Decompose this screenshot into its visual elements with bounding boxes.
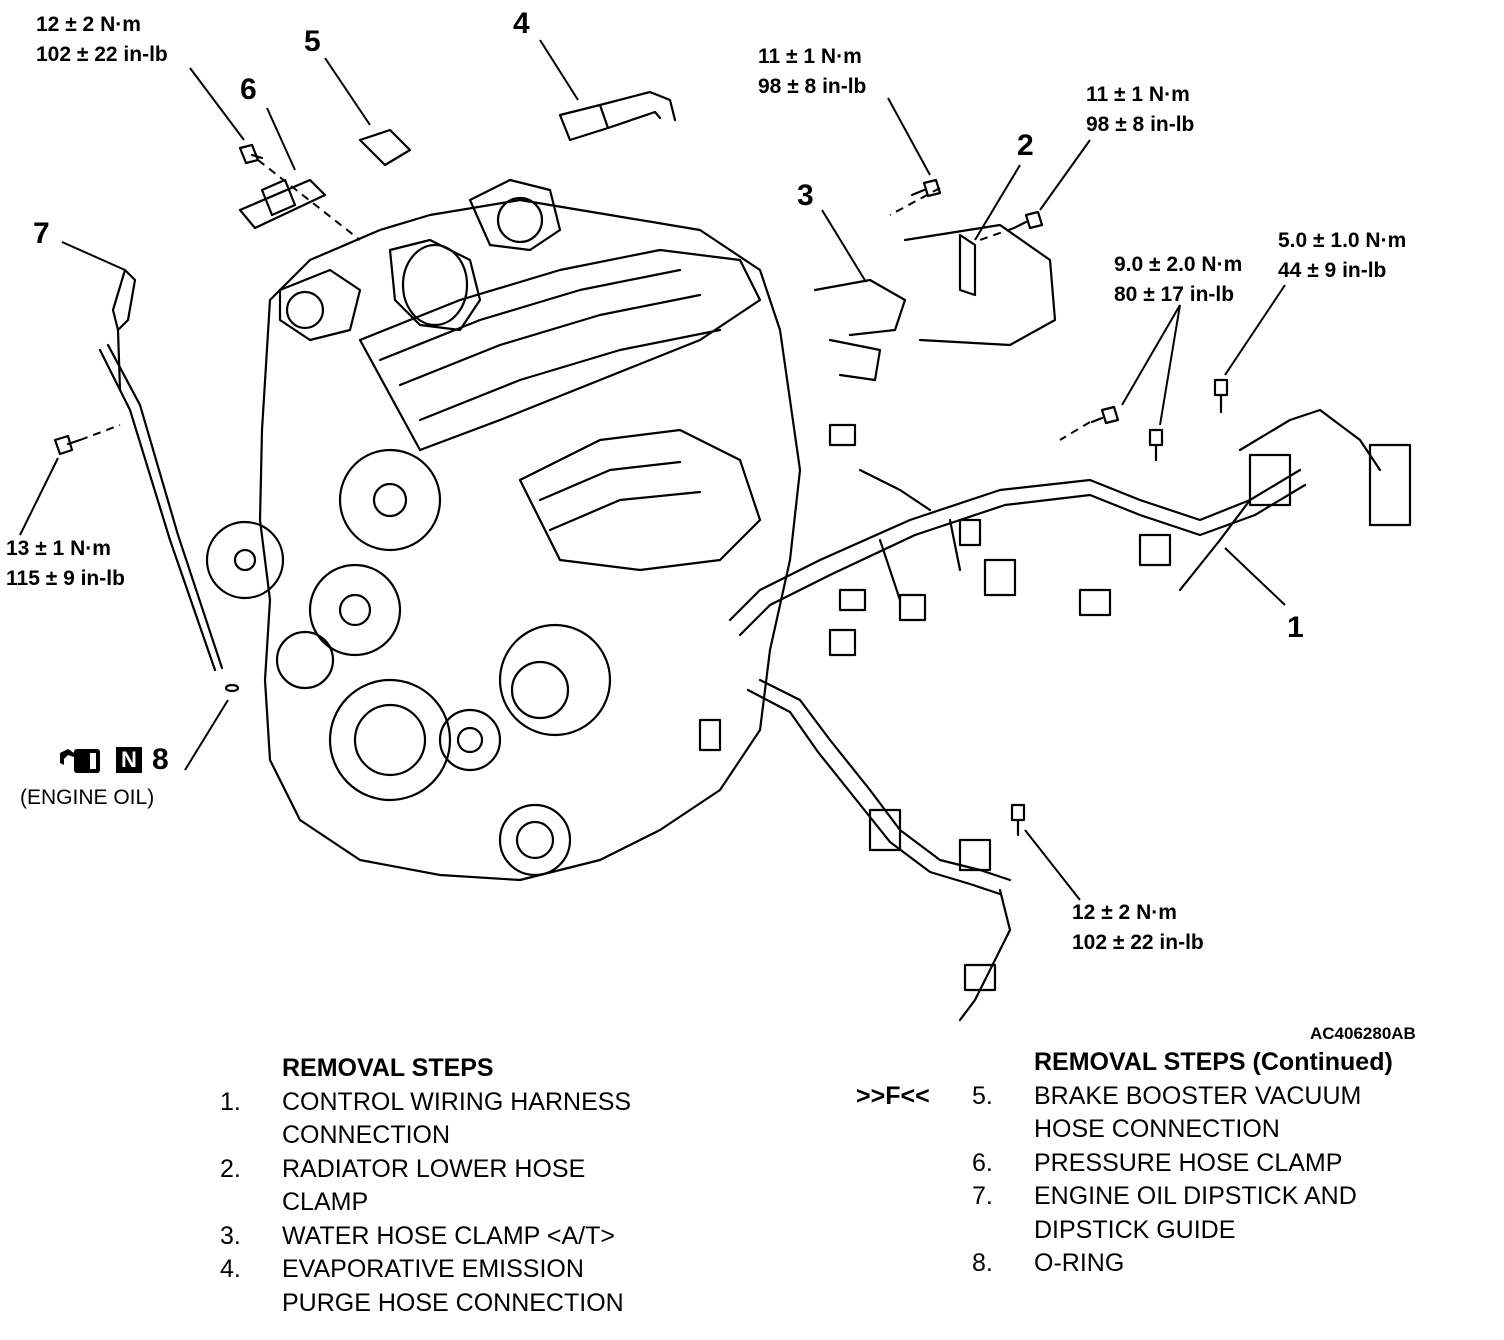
removal-steps-list: 1. CONTROL WIRING HARNESS CONNECTION 2. RADI… (220, 1086, 780, 1321)
torque-inlb: 98 ± 8 in-lb (1086, 113, 1195, 136)
lubricant-badge: N (116, 747, 142, 773)
removal-step: 1. CONTROL WIRING HARNESS CONNECTION (220, 1086, 780, 1153)
torque-label-item3: 11 ± 1 N·m 98 ± 8 in-lb (758, 42, 866, 102)
step-text: PRESSURE HOSE CLAMP (1034, 1147, 1342, 1181)
removal-step: 3. WATER HOSE CLAMP <A/T> (220, 1220, 780, 1254)
step-number: 4. (220, 1255, 241, 1283)
step-text-line: CONNECTION (282, 1121, 451, 1149)
step-text-line: EVAPORATIVE EMISSION (282, 1255, 584, 1283)
service-mark: >>F<< (856, 1082, 930, 1110)
torque-label-item1b: 5.0 ± 1.0 N·m 44 ± 9 in-lb (1278, 226, 1406, 286)
step-text-line: PURGE HOSE CONNECTION (282, 1288, 624, 1317)
removal-steps-heading: REMOVAL STEPS (282, 1054, 494, 1082)
step-number: 1. (220, 1087, 241, 1116)
callout-2: 2 (1017, 129, 1034, 162)
dashed-guide-lines (79, 159, 1091, 441)
torque-inlb: 44 ± 9 in-lb (1278, 259, 1387, 282)
step-text: WATER HOSE CLAMP <A/T> (282, 1220, 615, 1254)
torque-label-item6: 12 ± 2 N·m 102 ± 22 in-lb (36, 10, 168, 70)
torque-label-item2: 11 ± 1 N·m 98 ± 8 in-lb (1086, 80, 1194, 140)
step-text: O-RING (1034, 1247, 1124, 1281)
torque-nm: 9.0 ± 2.0 N·m (1114, 253, 1243, 276)
leader-lines (19, 39, 1286, 901)
step-text-line: RADIATOR LOWER HOSE (282, 1154, 586, 1183)
callout-4: 4 (513, 7, 530, 40)
top-hoses-drawing (238, 90, 677, 230)
step-text: BRAKE BOOSTER VACUUM HOSE CONNECTION (1034, 1080, 1361, 1147)
step-number: 6. (972, 1148, 993, 1177)
callout-3: 3 (797, 179, 814, 212)
engine-diagram (19, 39, 1412, 1022)
torque-nm: 5.0 ± 1.0 N·m (1278, 229, 1407, 252)
torque-label-item1a: 9.0 ± 2.0 N·m 80 ± 17 in-lb (1114, 250, 1242, 310)
removal-steps-list: 5. BRAKE BOOSTER VACUUM HOSE CONNECTION 6. P… (972, 1080, 1492, 1281)
removal-step: 4. EVAPORATIVE EMISSION PURGE HOSE CONNECT… (220, 1253, 780, 1320)
removal-steps-continued-heading: REMOVAL STEPS (Continued) (1034, 1048, 1393, 1076)
wiring-harness-drawing (698, 408, 1412, 1022)
step-text: ENGINE OIL DIPSTICK AND DIPSTICK GUIDE (1034, 1180, 1357, 1247)
torque-nm: 12 ± 2 N·m (1072, 901, 1177, 924)
step-text-line: HOSE CONNECTION (1034, 1115, 1280, 1143)
step-text: EVAPORATIVE EMISSION PURGE HOSE CONNECTIO… (282, 1253, 624, 1320)
step-text-line: O-RING (1034, 1249, 1125, 1277)
step-text: CONTROL WIRING HARNESS CONNECTION (282, 1086, 631, 1153)
step-text: RADIATOR LOWER HOSE CLAMP (282, 1153, 585, 1220)
removal-step: 6. PRESSURE HOSE CLAMP (972, 1147, 1492, 1181)
step-text-line: DIPSTICK GUIDE (1034, 1215, 1236, 1244)
engine-block-drawing (258, 178, 802, 882)
pulleys-drawing (205, 448, 612, 877)
torque-inlb: 98 ± 8 in-lb (758, 75, 867, 98)
torque-inlb: 115 ± 9 in-lb (6, 567, 125, 590)
torque-inlb: 102 ± 22 in-lb (1072, 931, 1204, 954)
step-text-line: WATER HOSE CLAMP <A/T> (282, 1221, 615, 1250)
dipstick-drawing (98, 268, 240, 693)
torque-inlb: 80 ± 17 in-lb (1114, 283, 1235, 306)
step-text-line: CLAMP (282, 1188, 369, 1216)
callout-7: 7 (33, 217, 50, 250)
step-text-line: CONTROL WIRING HARNESS (282, 1087, 632, 1116)
step-text-line: ENGINE OIL DIPSTICK AND (1034, 1182, 1357, 1210)
radiator-hose-drawing (813, 223, 1057, 382)
torque-nm: 12 ± 2 N·m (36, 13, 141, 36)
callout-6: 6 (240, 73, 257, 106)
callout-8: 8 (152, 743, 169, 776)
torque-label-item7: 13 ± 1 N·m 115 ± 9 in-lb (6, 534, 125, 594)
step-number: 3. (220, 1221, 241, 1250)
removal-step: 7. ENGINE OIL DIPSTICK AND DIPSTICK GUIDE (972, 1180, 1492, 1247)
step-text-line: PRESSURE HOSE CLAMP (1034, 1148, 1343, 1177)
step-number: 8. (972, 1249, 993, 1277)
torque-nm: 11 ± 1 N·m (1086, 83, 1190, 106)
step-number: 7. (972, 1182, 993, 1210)
torque-nm: 13 ± 1 N·m (6, 537, 111, 560)
callout-5: 5 (304, 25, 321, 58)
removal-step: 2. RADIATOR LOWER HOSE CLAMP (220, 1153, 780, 1220)
bolts-drawing (53, 143, 1229, 837)
torque-label-bottom: 12 ± 2 N·m 102 ± 22 in-lb (1072, 898, 1204, 958)
figure-code: AC406280AB (1310, 1024, 1416, 1043)
torque-nm: 11 ± 1 N·m (758, 45, 862, 68)
step-number: 2. (220, 1154, 241, 1183)
callout-1: 1 (1287, 611, 1304, 644)
oil-can-icon (60, 749, 100, 773)
torque-inlb: 102 ± 22 in-lb (36, 43, 168, 66)
engine-oil-label: (ENGINE OIL) (20, 786, 155, 809)
removal-steps-right: REMOVAL STEPS (Continued) 5. BRAKE BOOSTE… (972, 1046, 1492, 1281)
removal-step: 8. O-RING (972, 1247, 1492, 1281)
step-text-line: BRAKE BOOSTER VACUUM (1034, 1081, 1362, 1110)
step-number: 5. (972, 1081, 993, 1110)
removal-step: 5. BRAKE BOOSTER VACUUM HOSE CONNECTION (972, 1080, 1492, 1147)
